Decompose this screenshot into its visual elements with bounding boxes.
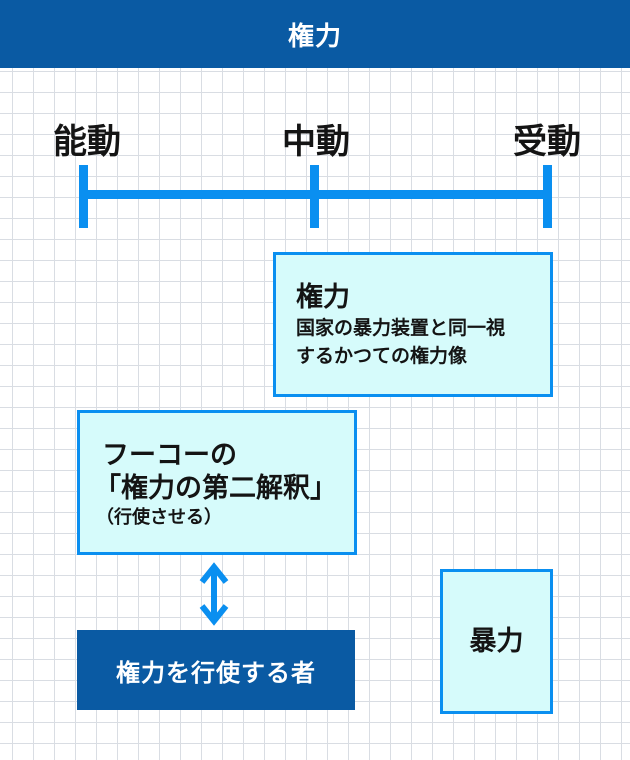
box-power: 権力 国家の暴力装置と同一視 するかつての権力像: [273, 252, 553, 397]
scale-label-passive: 受動: [513, 122, 581, 162]
scale-tick-passive: [543, 165, 552, 228]
diagram-title-bar: 権力: [0, 0, 630, 68]
scale-tick-active: [79, 165, 88, 228]
box-power-desc-line2: するかつての権力像: [296, 345, 468, 367]
box-violence-title: 暴力: [469, 626, 524, 657]
box-foucault-line1: フーコーの: [102, 440, 237, 471]
actor-label: 権力を行使する者: [116, 658, 316, 687]
double-arrow-vertical-icon: [199, 562, 229, 626]
box-power-desc-line1: 国家の暴力装置と同一視: [296, 317, 506, 339]
diagram-title: 権力: [287, 21, 342, 52]
box-foucault: フーコーの 「権力の第二解釈」 （行使させる）: [77, 410, 357, 555]
actor-label-bar: 権力を行使する者: [77, 630, 355, 710]
scale-label-middle: 中動: [282, 122, 350, 162]
box-foucault-line2: 「権力の第二解釈」: [94, 473, 337, 504]
box-power-title: 権力: [296, 282, 350, 313]
scale-label-active: 能動: [53, 122, 121, 162]
box-foucault-note: （行使させる）: [96, 507, 222, 528]
box-violence: 暴力: [440, 569, 553, 714]
scale-tick-middle: [310, 165, 319, 228]
